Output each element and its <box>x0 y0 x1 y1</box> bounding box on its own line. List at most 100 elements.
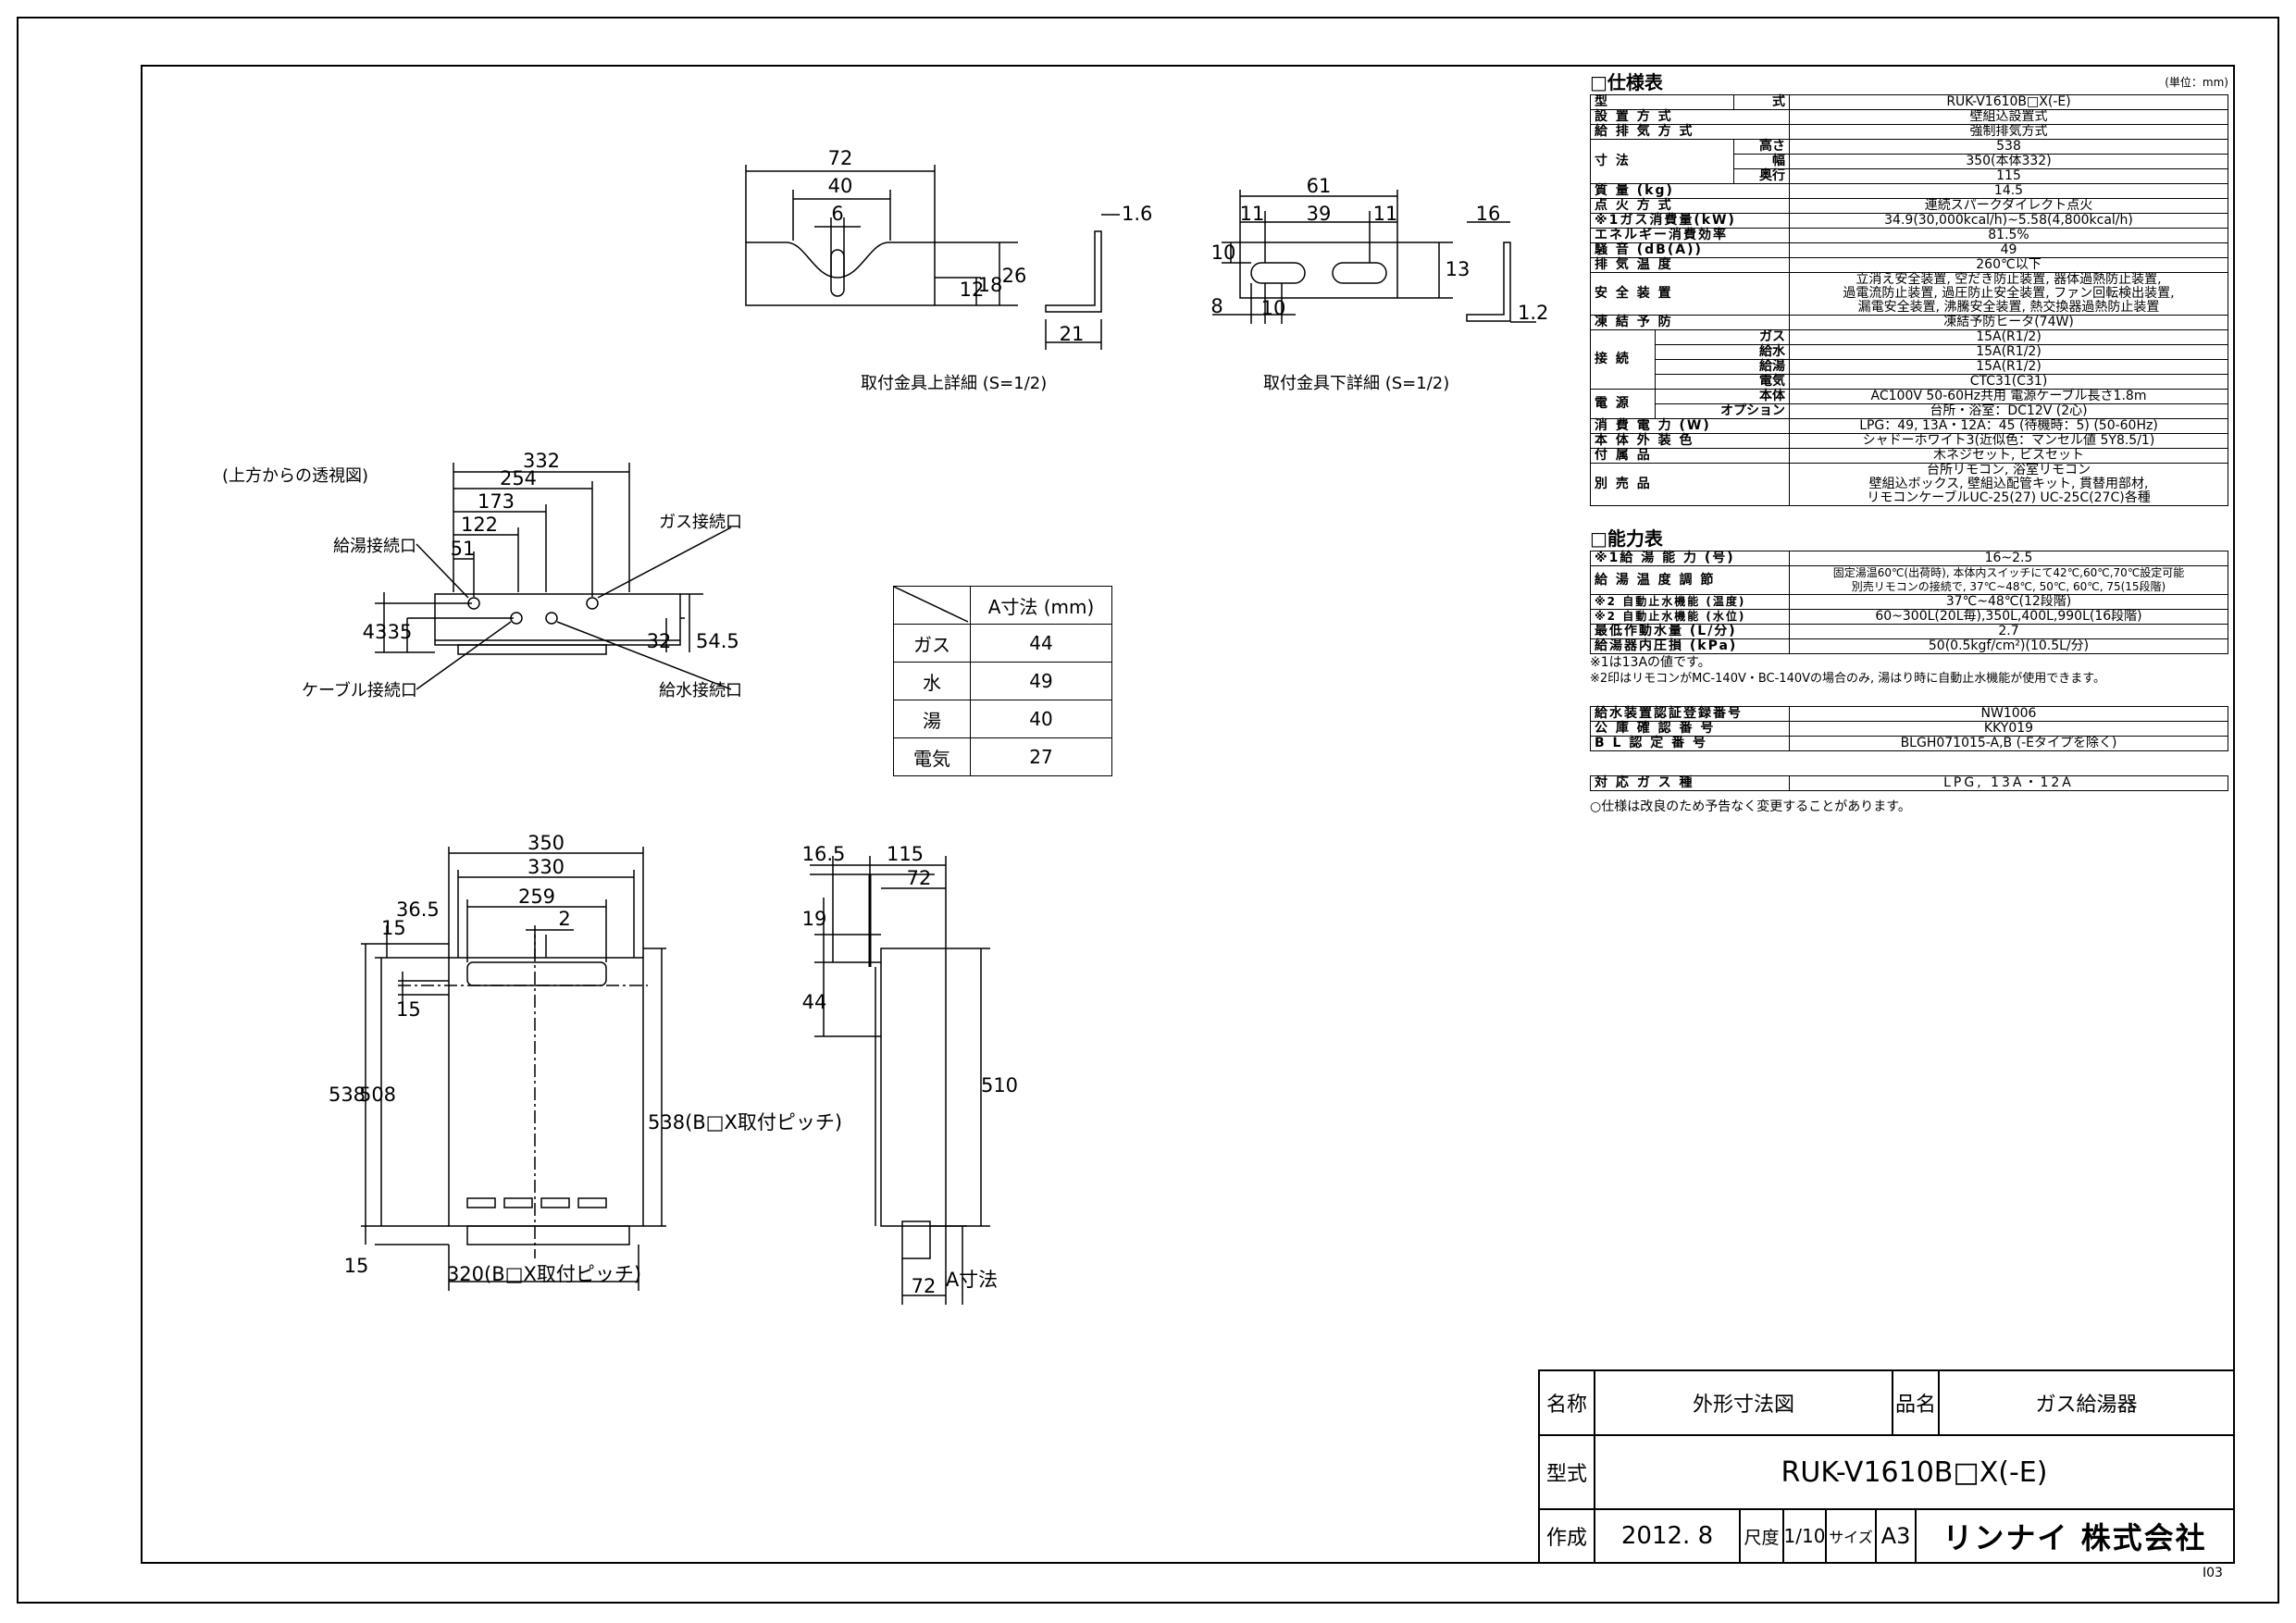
spec-label: 寸 法 <box>1590 139 1734 184</box>
spec-value: 強制排気方式 <box>1789 124 2228 140</box>
upper-bracket-caption: 取付金具上詳細 (S=1/2) <box>861 374 1047 393</box>
capacity-label: 最低作動水量 (L/分) <box>1590 624 1790 639</box>
spec-value: 14.5 <box>1789 183 2228 199</box>
spec-label: 安 全 装 置 <box>1590 272 1790 316</box>
dim-44: 44 <box>802 991 827 1013</box>
spec-value: 壁組込ボックス, 壁組込配管キット, 貫替用部材, <box>1789 477 2228 491</box>
dim-1-6: 1.6 <box>1122 203 1152 225</box>
capacity-table: ※1給 湯 能 力 (号)16~2.5 給 湯 温 度 調 節固定湯温60℃(出… <box>1590 551 2228 654</box>
spec-label: 本 体 外 装 色 <box>1590 433 1790 449</box>
capacity-note-2: ※2印はリモコンがMC-140V・BC-140Vの場合のみ, 湯はり時に自動止水… <box>1590 672 2105 686</box>
dim-18: 18 <box>978 274 1003 296</box>
upper-bracket-shape <box>745 242 936 306</box>
side-view-body <box>880 948 947 1227</box>
capacity-value: 2.7 <box>1789 624 2228 639</box>
dim-35: 35 <box>388 621 413 643</box>
spec-label: 別 売 品 <box>1590 463 1790 506</box>
tb-scale-label: 尺度 <box>1744 1527 1780 1548</box>
spec-value: 漏電安全装置, 沸騰安全装置, 熱交換器過熱防止装置 <box>1789 301 2228 316</box>
label-gas-port: ガス接続口 <box>659 513 742 532</box>
spec-sublabel: オプション <box>1655 403 1790 419</box>
label-hot-port: 給湯接続口 <box>333 537 416 556</box>
dim-332: 332 <box>523 450 560 472</box>
dim-11a: 11 <box>1240 203 1265 225</box>
cert-label: B L 認 定 番 号 <box>1590 736 1790 751</box>
a-table-name: 電気 <box>893 737 971 776</box>
dim-8: 8 <box>1210 295 1222 317</box>
drawing-area: 72 40 6 12 18 26 1.6 21 61 11 39 11 10 8… <box>222 147 1548 1305</box>
spec-label: 電 源 <box>1590 389 1656 419</box>
spec-label: 騒 音 (dB(A)) <box>1590 242 1790 258</box>
dim-10b: 10 <box>1261 297 1286 319</box>
capacity-value: 37℃~48℃(12段階) <box>1789 594 2228 610</box>
upper-bracket-slot <box>830 249 845 297</box>
dim-2: 2 <box>558 908 570 930</box>
dim-26: 26 <box>1002 265 1027 287</box>
dim-72b: 72 <box>912 1275 937 1297</box>
spec-label: エネルギー消費効率 <box>1590 228 1790 243</box>
dim-122: 122 <box>461 514 498 536</box>
spec-title-row: □仕様表 (単位：mm) <box>1590 70 2228 94</box>
lower-bracket-caption: 取付金具下詳細 (S=1/2) <box>1263 374 1449 393</box>
tb-company: リンナイ 株式会社 <box>1942 1520 2207 1555</box>
dim-40: 40 <box>828 175 853 197</box>
spec-label: 凍 結 予 防 <box>1590 315 1790 330</box>
spec-value: 連続スパークダイレクト点火 <box>1789 198 2228 214</box>
dim-32: 32 <box>647 630 672 652</box>
dim-173: 173 <box>478 490 515 513</box>
spec-value: リモコンケーブルUC-25(27) UC-25C(27C)各種 <box>1789 491 2228 506</box>
sheet-number: I03 <box>2203 1566 2223 1580</box>
top-view-gas-port <box>586 597 599 610</box>
capacity-title-row: □能力表 <box>1590 527 2228 551</box>
spec-value: 81.5% <box>1789 228 2228 243</box>
tb-name: 外形寸法図 <box>1692 1394 1794 1417</box>
dim-16: 16 <box>1476 203 1501 225</box>
dim-13: 13 <box>1446 258 1471 280</box>
spec-value: 49 <box>1789 242 2228 258</box>
spec-value: 台所・浴室：DC12V (2心) <box>1789 403 2228 419</box>
spec-label: 排 気 温 度 <box>1590 257 1790 273</box>
dim-51: 51 <box>451 538 476 560</box>
spec-value: 立消え安全装置, 空だき防止装置, 器体過熱防止装置, <box>1789 272 2228 287</box>
dim-a-sun: A寸法 <box>946 1269 998 1291</box>
a-table-value: 44 <box>970 624 1112 663</box>
a-table-value: 49 <box>970 662 1112 700</box>
tb-product: ガス給湯器 <box>2035 1394 2138 1417</box>
spec-label: 型 <box>1590 94 1734 110</box>
spec-sublabel: 高さ <box>1733 139 1790 155</box>
dim-538: 538 <box>329 1084 366 1106</box>
spec-value: 15A(R1/2) <box>1789 359 2228 375</box>
dim-254: 254 <box>500 467 537 489</box>
front-view-vents <box>466 1197 607 1208</box>
capacity-label: ※1給 湯 能 力 (号) <box>1590 551 1790 566</box>
capacity-label: ※2 自動止水機能 (温度) <box>1590 594 1790 610</box>
tb-made-label: 作成 <box>1545 1527 1587 1550</box>
spec-sublabel: 幅 <box>1733 154 1790 169</box>
dim-320-pitch: 320(B□X取付ピッチ) <box>447 1263 641 1285</box>
dim-19: 19 <box>802 908 827 930</box>
capacity-value: 固定湯温60℃(出荷時), 本体内スイッチにて42℃,60℃,70℃設定可能 <box>1789 565 2228 580</box>
front-view-fittings <box>466 1225 630 1245</box>
capacity-value: 50(0.5kgf/cm²)(10.5L/分) <box>1789 638 2228 654</box>
capacity-value: 60~300L(20L毎),350L,400L,990L(16段階) <box>1789 609 2228 625</box>
spec-value: 凍結予防ヒータ(74W) <box>1789 315 2228 330</box>
dim-350: 350 <box>527 832 565 854</box>
dim-538-pitch: 538(B□X取付ピッチ) <box>648 1111 842 1134</box>
dim-43: 43 <box>363 621 388 643</box>
spec-value: CTC31(C31) <box>1789 374 2228 390</box>
dim-115: 115 <box>887 843 924 865</box>
dim-508: 508 <box>359 1084 396 1106</box>
dim-330: 330 <box>527 856 565 878</box>
spec-label: 点 火 方 式 <box>1590 198 1790 214</box>
a-table-name: 湯 <box>893 700 971 738</box>
spec-change-note: ○仕様は改良のため予告なく変更することがあります。 <box>1590 799 1911 814</box>
dim-10a: 10 <box>1211 242 1236 264</box>
spec-sublabel: 給水 <box>1655 344 1790 360</box>
spec-value: 115 <box>1789 168 2228 184</box>
a-table-name: 水 <box>893 662 971 700</box>
dim-510: 510 <box>981 1074 1018 1096</box>
outer-frame <box>17 17 2279 1604</box>
spec-label: 付 属 品 <box>1590 448 1790 464</box>
